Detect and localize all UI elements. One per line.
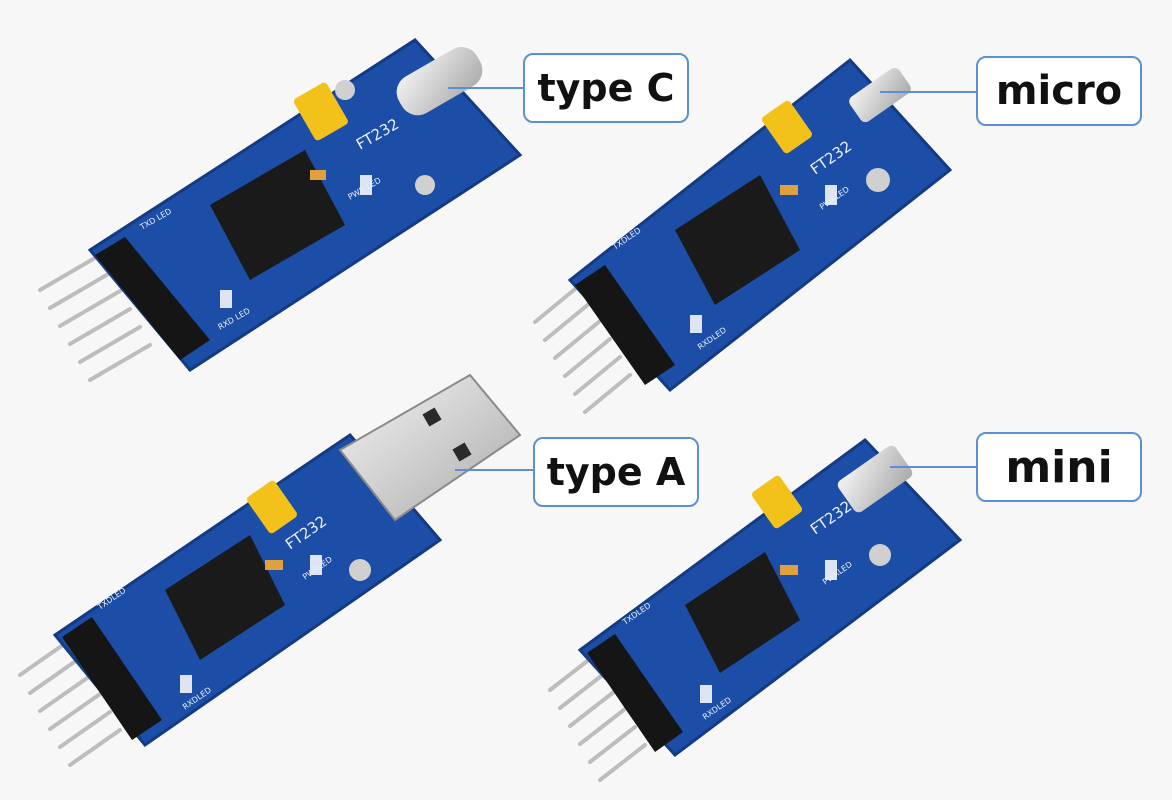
usb-mini-connector-icon (837, 445, 913, 513)
pin-header-pins (533, 283, 632, 414)
pin-header (587, 634, 683, 752)
pin-header-pins (18, 638, 122, 767)
ft232-board-type-c: FT232 TXD LED RXD LED PWR LED (38, 38, 523, 382)
callout-type-a-label: type A (533, 437, 699, 507)
ft232-board-micro: FT232 TXDLED RXDLED PWRLED (533, 57, 953, 414)
callout-type-c-label: type C (523, 53, 689, 123)
callout-leader-lines (448, 87, 976, 471)
yellow-jumper-icon (293, 82, 348, 141)
callout-micro-label: micro (976, 56, 1142, 126)
yellow-jumper-icon (752, 475, 802, 529)
ft232-chip (165, 535, 285, 660)
ft232-chip (675, 175, 800, 305)
usb-micro-connector-icon (849, 67, 911, 123)
pin-header-pins (38, 253, 152, 382)
callout-mini-label: mini (976, 432, 1142, 502)
yellow-jumper-icon (762, 100, 812, 154)
pin-header (95, 237, 210, 360)
ft232-board-mini: FT232 TXDLED RXDLED PWRLED (548, 438, 963, 782)
ft232-chip (685, 552, 800, 673)
pin-header (62, 617, 162, 740)
yellow-jumper-icon (247, 480, 297, 534)
pin-header (575, 265, 675, 385)
ft232-board-type-a: FT232 TXDLED RXDLED PWRLED (18, 373, 522, 767)
usb-type-a-connector-icon (338, 373, 522, 522)
pin-header-pins (548, 653, 647, 782)
usb-type-c-connector-icon (396, 47, 483, 116)
ft232-chip (210, 150, 345, 280)
